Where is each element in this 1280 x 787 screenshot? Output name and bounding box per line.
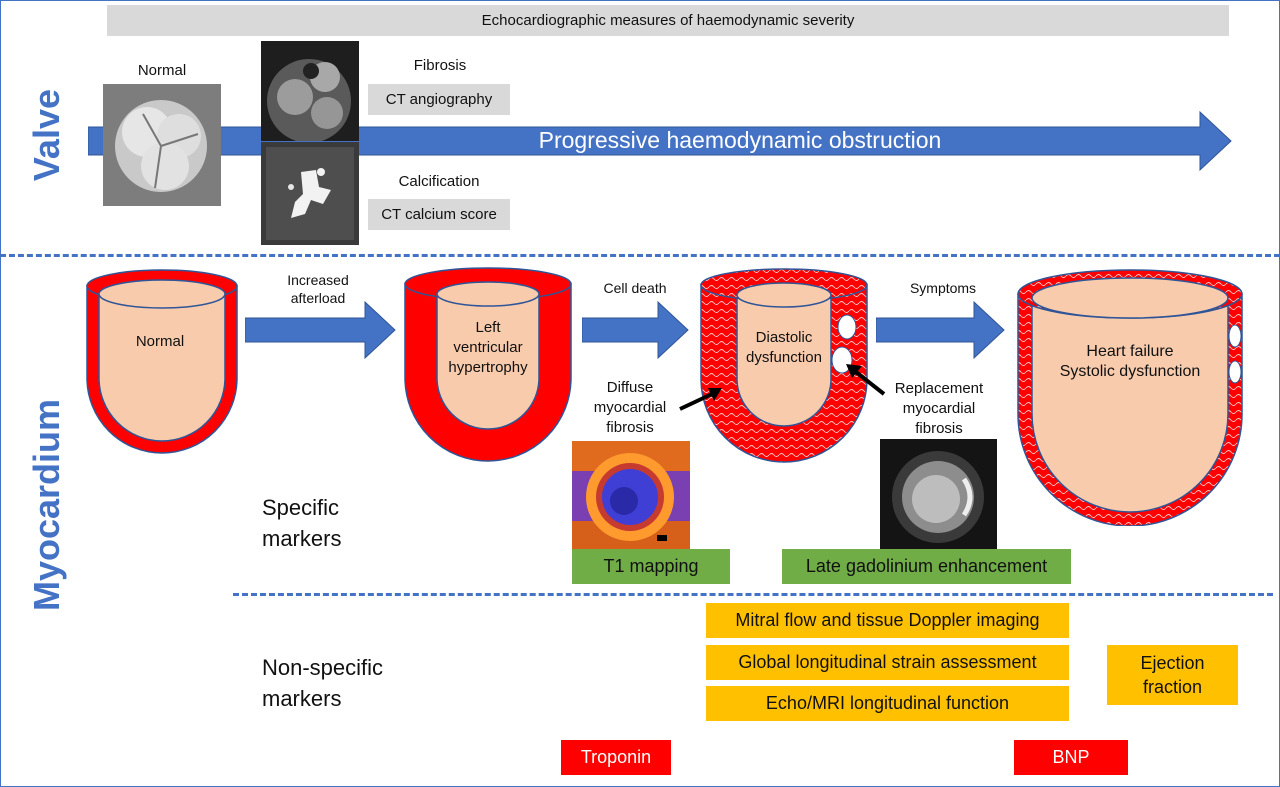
heart-failure-label: Heart failure Systolic dysfunction [1040,342,1220,382]
normal-heart-label: Normal [135,333,185,350]
diastolic-line-1: Diastolic [755,329,813,346]
diffuse-line-2: myocardial [593,399,667,416]
late-gadolinium-box: Late gadolinium enhancement [782,549,1071,584]
diffuse-fibrosis-label: Diffuse myocardial fibrosis [578,378,682,438]
specific-line-2: markers [262,526,342,551]
valve-normal-label: Normal [137,62,187,79]
diffuse-line-3: fibrosis [606,419,654,436]
fibrosis-label: Fibrosis [413,57,467,74]
diastolic-heart-label: Diastolic dysfunction [730,328,838,368]
marker-divider [233,593,1273,596]
late-gadolinium-image [880,439,997,549]
diffuse-fibrosis-pointer [679,388,722,411]
ct-angiography-box: CT angiography [368,84,510,115]
replacement-line-3: fibrosis [915,420,963,437]
hypertrophy-line-2: ventricular [453,339,523,356]
hypertrophy-heart-label: Left ventricular hypertrophy [420,318,556,378]
cell-death-arrow [582,300,689,360]
t1-mapping-image [572,441,690,551]
replacement-fibrosis-pointer [846,364,886,396]
nonspecific-line-2: markers [262,686,342,711]
ejection-line-1: Ejection [1140,653,1205,673]
normal-heart [86,269,238,454]
ejection-fraction-box: Ejection fraction [1107,645,1238,705]
fibrosis-ct-image [261,41,359,141]
afterload-arrow [245,300,396,360]
mitral-flow-box: Mitral flow and tissue Doppler imaging [706,603,1069,638]
valve-side-label-box: Valve [22,60,72,210]
specific-markers-label: Specific markers [262,492,402,554]
symptoms-arrow [876,300,1005,360]
global-strain-box: Global longitudinal strain assessment [706,645,1069,680]
replacement-fibrosis-label: Replacement myocardial fibrosis [876,379,1002,439]
afterload-label: Increased afterload [268,271,368,307]
diastolic-dysfunction-heart [700,268,868,463]
replacement-line-1: Replacement [894,380,984,397]
normal-valve-ct-image [103,84,221,206]
heart-failure-line-1: Heart failure [1086,343,1174,360]
myocardium-side-label-box: Myocardium [22,385,72,625]
nonspecific-markers-label: Non-specific markers [262,652,422,714]
nonspecific-line-1: Non-specific [262,655,384,680]
bnp-box: BNP [1014,740,1128,775]
heart-failure-heart [1017,269,1243,526]
afterload-line-2: afterload [290,290,346,306]
valve-side-label: Valve [26,88,67,182]
hypertrophy-line-3: hypertrophy [448,359,528,376]
diffuse-line-1: Diffuse [606,379,654,396]
hypertrophy-line-1: Left [475,319,501,336]
t1-mapping-box: T1 mapping [572,549,730,584]
ejection-line-2: fraction [1142,677,1203,697]
hypertrophy-heart [404,267,572,462]
symptoms-label: Symptoms [909,280,977,296]
diastolic-line-2: dysfunction [746,349,822,366]
specific-line-1: Specific [262,495,340,520]
calcification-label: Calcification [398,173,480,190]
replacement-line-2: myocardial [902,400,976,417]
heart-failure-line-2: Systolic dysfunction [1059,363,1201,380]
afterload-line-1: Increased [287,272,349,288]
section-divider [0,254,1280,257]
severity-banner: Echocardiographic measures of haemodynam… [107,5,1229,36]
echo-mri-box: Echo/MRI longitudinal function [706,686,1069,721]
myocardium-side-label: Myocardium [26,398,67,612]
cell-death-label: Cell death [603,280,667,296]
calcification-ct-image [261,142,359,245]
obstruction-arrow-text: Progressive haemodynamic obstruction [538,126,942,153]
troponin-box: Troponin [561,740,671,775]
ct-calcium-score-box: CT calcium score [368,199,510,230]
